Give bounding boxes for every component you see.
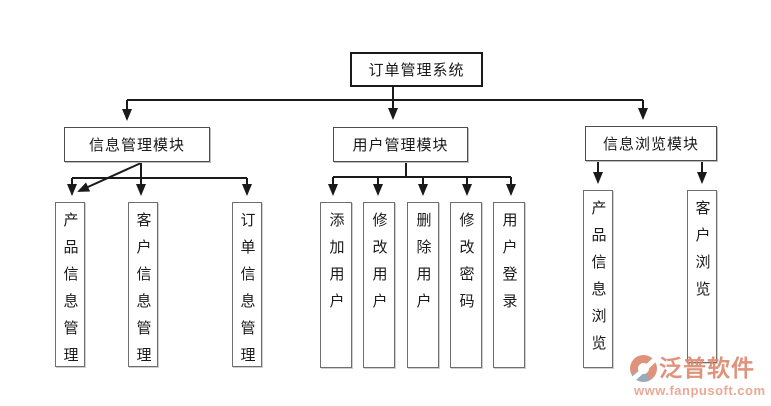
node-user-login: 用户登录 xyxy=(493,202,525,368)
watermark-url-text: www.fanpusoft.com xyxy=(634,383,766,398)
node-product-info-browse: 产品信息浏览 xyxy=(583,190,613,368)
node-product-info-management: 产品信息管理 xyxy=(55,202,85,374)
leaf-label: 客户信息管理 xyxy=(134,212,151,374)
node-user-management-module: 用户管理模块 xyxy=(333,127,468,162)
leaf-label: 修改用户 xyxy=(370,212,387,320)
leaf-label: 订单信息管理 xyxy=(238,212,255,374)
node-delete-user: 删除用户 xyxy=(407,202,439,368)
node-info-management-module: 信息管理模块 xyxy=(64,127,210,162)
leaf-label: 产品信息浏览 xyxy=(589,200,606,362)
node-order-management-system: 订单管理系统 xyxy=(350,52,483,87)
node-order-info-management: 订单信息管理 xyxy=(232,202,262,374)
fanpu-watermark: 泛普软件 www.fanpusoft.com xyxy=(630,355,770,403)
node-modify-user: 修改用户 xyxy=(363,202,395,368)
leaf-label: 产品信息管理 xyxy=(61,212,78,374)
node-add-user: 添加用户 xyxy=(320,202,352,368)
leaf-label: 客户浏览 xyxy=(693,200,710,308)
leaf-label: 删除用户 xyxy=(414,212,431,320)
leaf-label: 用户登录 xyxy=(500,212,517,320)
node-customer-info-management: 客户信息管理 xyxy=(128,202,158,374)
watermark-brand-text: 泛普软件 xyxy=(659,355,755,381)
leaf-label: 添加用户 xyxy=(327,212,344,320)
node-customer-browse: 客户浏览 xyxy=(687,190,717,363)
node-info-browse-module: 信息浏览模块 xyxy=(585,126,717,161)
leaf-label: 修改密码 xyxy=(457,212,474,320)
node-change-password: 修改密码 xyxy=(450,202,482,368)
fanpu-logo-icon xyxy=(630,355,657,382)
